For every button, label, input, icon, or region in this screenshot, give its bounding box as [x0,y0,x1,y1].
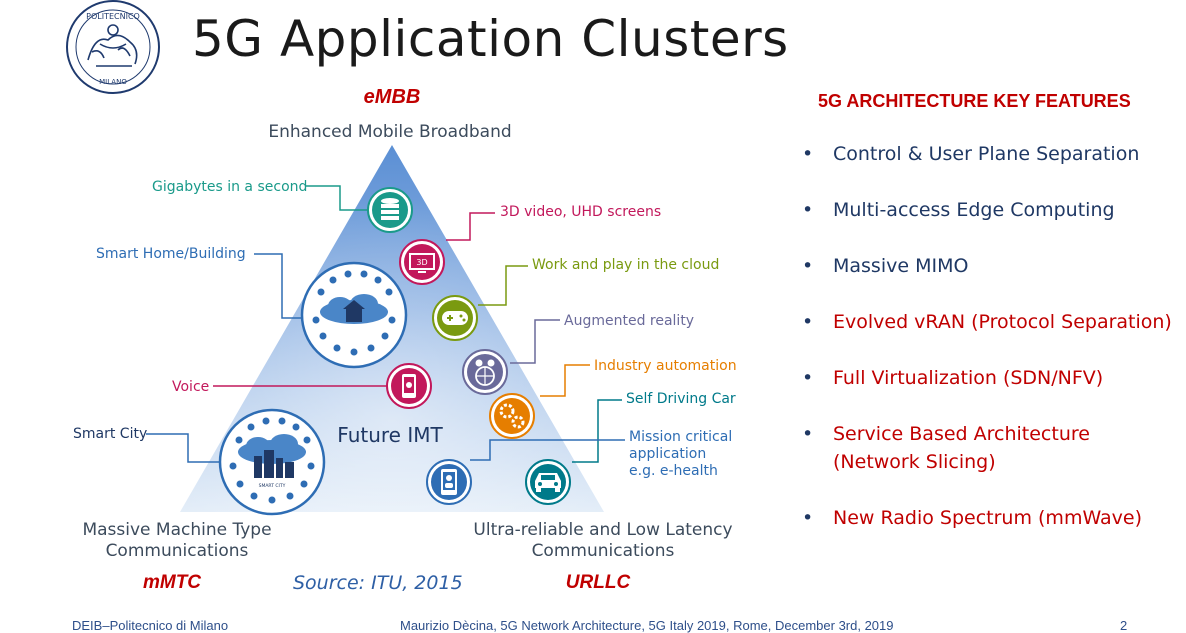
source-citation: Source: ITU, 2015 [293,572,463,594]
slide-title: 5G Application Clusters [192,10,789,68]
feature-item: • Control & User Plane Separation [800,140,1180,168]
mmtc-description-line2: Communications [106,541,249,561]
future-imt-label: Future IMT [337,423,443,447]
logo-top-text: POLITECNICO [86,12,140,21]
features-heading: 5G ARCHITECTURE KEY FEATURES [818,91,1131,111]
callout-self-driving: Self Driving Car [626,391,736,407]
svg-text:SMART CITY: SMART CITY [259,483,286,489]
page-number: 2 [1120,618,1128,633]
car-icon [525,459,571,505]
bullet-icon: • [802,199,814,221]
callout-mission-critical-line3: e.g. e-health [629,463,718,479]
features-list: • Control & User Plane Separation • Multi-a… [800,140,1180,560]
feature-text: Control & User Plane Separation [833,143,1140,165]
embb-description: Enhanced Mobile Broadband [268,122,511,142]
feature-item: • Service Based Architecture (Network Sli… [800,420,1180,476]
smartphone-icon [386,363,432,409]
callout-mission-critical-line1: Mission critical [629,429,732,445]
callout-gigabytes: Gigabytes in a second [152,179,307,195]
smart-city-cluster-icon: SMART CITY [218,408,326,516]
urllc-label: URLLC [566,572,631,593]
politecnico-logo: POLITECNICO MILANO [66,0,160,94]
bullet-icon: • [802,143,814,165]
mobile-health-icon [426,459,472,505]
feature-text: Massive MIMO [833,255,969,277]
footer-left: DEIB–Politecnico di Milano [72,618,229,633]
smart-home-cluster-icon [300,261,408,369]
callout-industry-automation: Industry automation [594,358,737,374]
gears-icon [489,393,535,439]
urllc-description-line2: Communications [532,541,675,561]
tv-3d-icon: 3D [399,239,445,285]
callout-smart-city: Smart City [73,426,147,442]
embb-label: eMBB [364,86,421,108]
feature-item: • Massive MIMO [800,252,1180,280]
logo-bottom-text: MILANO [99,78,127,86]
callout-work-play: Work and play in the cloud [532,257,719,273]
callout-3d-video: 3D video, UHD screens [500,204,661,220]
callout-augmented-reality: Augmented reality [564,313,694,329]
bullet-icon: • [802,507,814,529]
feature-text: Full Virtualization (SDN/NFV) [833,367,1104,389]
feature-item: • Multi-access Edge Computing [800,196,1180,224]
feature-item: • New Radio Spectrum (mmWave) [800,504,1180,532]
feature-text: Service Based Architecture (Network Slic… [833,423,1090,473]
feature-item: • Evolved vRAN (Protocol Separation) [800,308,1180,336]
database-icon [367,187,413,233]
bullet-icon: • [802,311,814,333]
bullet-icon: • [802,423,814,445]
callout-smart-home: Smart Home/Building [96,246,246,262]
bullet-icon: • [802,255,814,277]
bullet-icon: • [802,367,814,389]
mmtc-label: mMTC [143,572,201,593]
feature-text: New Radio Spectrum (mmWave) [833,507,1143,529]
feature-text: Multi-access Edge Computing [833,199,1115,221]
feature-text: Evolved vRAN (Protocol Separation) [833,311,1172,333]
application-clusters-diagram: POLITECNICO MILANO eMBB Enhanced Mobile … [66,0,737,593]
augmented-reality-icon [462,349,508,395]
feature-item: • Full Virtualization (SDN/NFV) [800,364,1180,392]
mmtc-description-line1: Massive Machine Type [82,520,271,540]
svg-text:3D: 3D [416,258,427,267]
footer-center: Maurizio Dècina, 5G Network Architecture… [400,618,894,633]
urllc-description-line1: Ultra-reliable and Low Latency [473,520,732,540]
callout-mission-critical-line2: application [629,446,706,462]
gamepad-icon [432,295,478,341]
callout-voice: Voice [172,379,209,395]
